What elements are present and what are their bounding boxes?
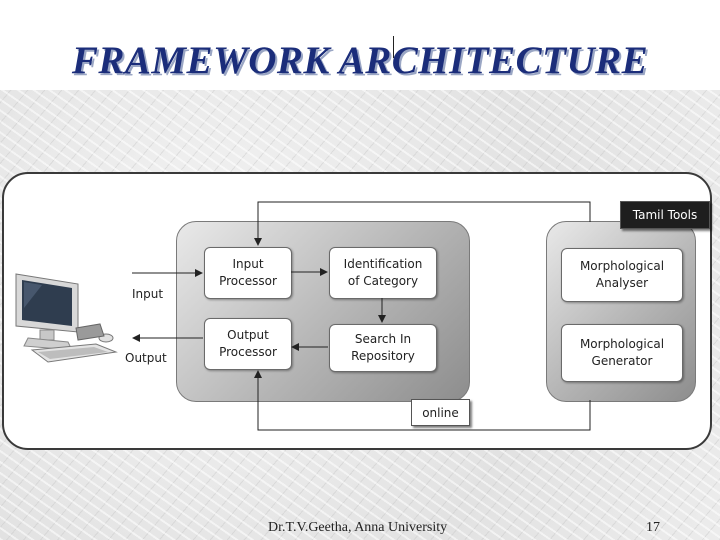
footer-author: Dr.T.V.Geetha, Anna University bbox=[268, 520, 448, 535]
computer-icon bbox=[15, 273, 118, 363]
morph-analyser-box: Morphological Analyser bbox=[561, 248, 683, 302]
output-processor-box: Output Processor bbox=[204, 318, 292, 370]
input-processor-box: Input Processor bbox=[204, 247, 292, 299]
search-repository-box: Search In Repository bbox=[329, 324, 437, 372]
page-number: 17 bbox=[646, 520, 660, 535]
slide-title: FRAMEWORK ARCHITECTURE bbox=[71, 39, 649, 82]
online-tag: online bbox=[411, 399, 470, 426]
text-cursor bbox=[393, 36, 394, 58]
identification-box: Identification of Category bbox=[329, 247, 437, 299]
output-label: Output bbox=[125, 351, 167, 365]
morph-generator-box: Morphological Generator bbox=[561, 324, 683, 382]
input-label: Input bbox=[132, 287, 164, 301]
tamil-tools-tag: Tamil Tools bbox=[620, 201, 710, 229]
